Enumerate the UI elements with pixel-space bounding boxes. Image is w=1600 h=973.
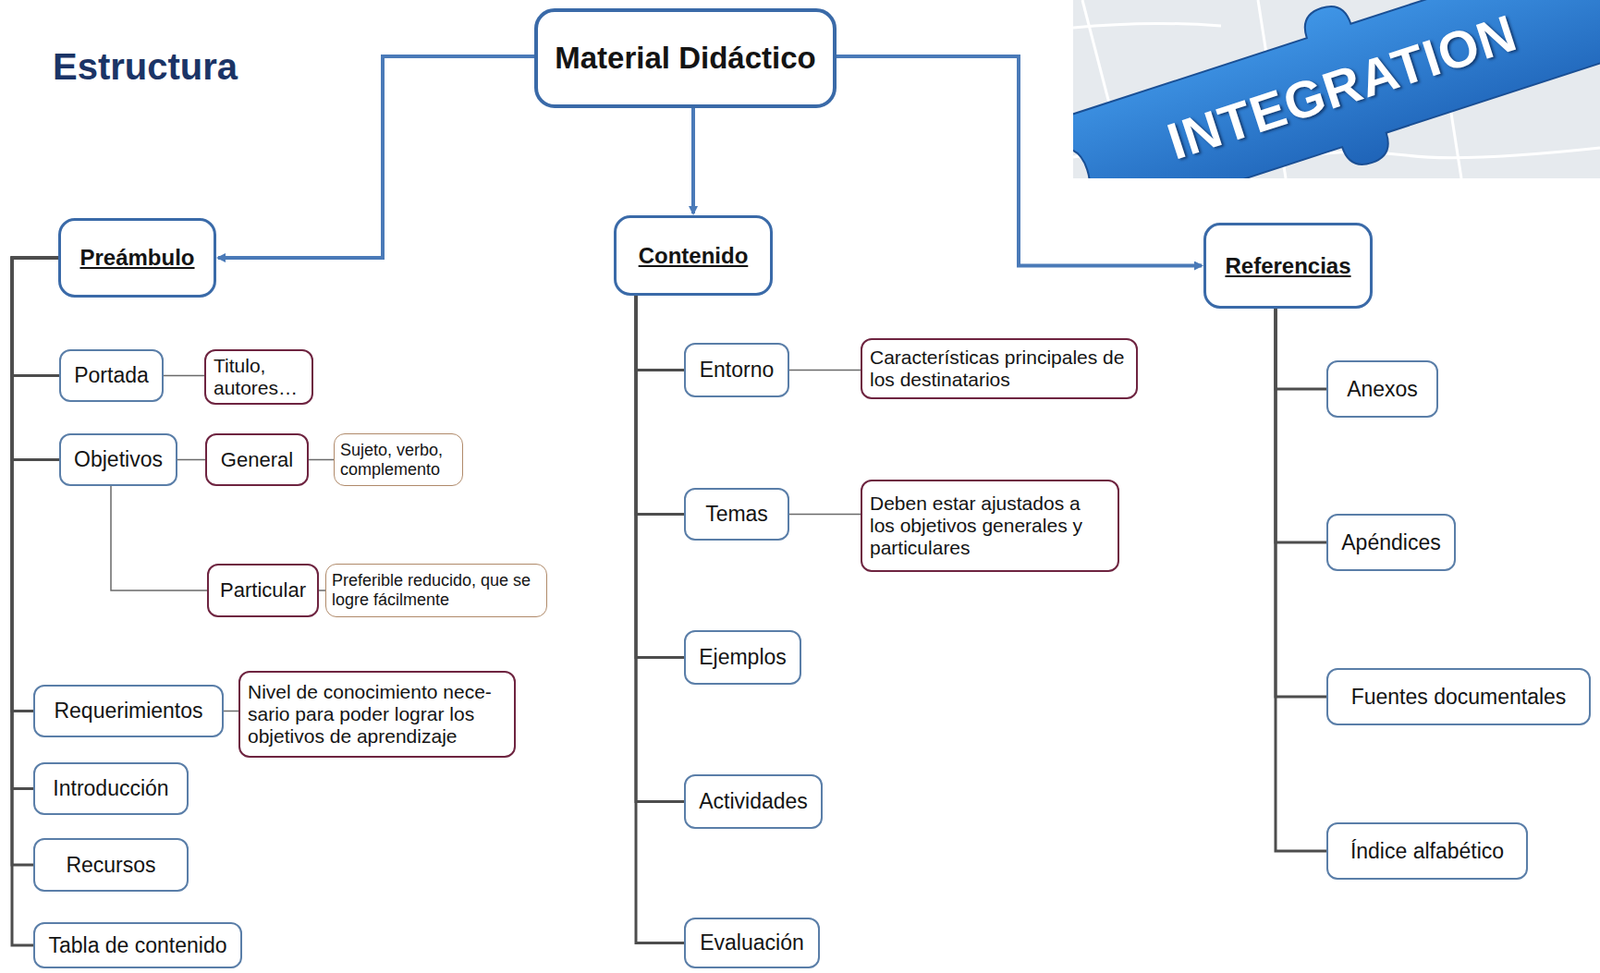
- tree-connector: [789, 369, 861, 372]
- node-text: Tabla de contenido: [48, 933, 227, 958]
- tree-connector: [110, 486, 208, 591]
- item-box: Fuentes documentales: [1326, 668, 1591, 726]
- tree-connector: [635, 295, 684, 515]
- tree-connector: [12, 257, 59, 712]
- node-text: Evaluación: [699, 930, 805, 955]
- tree-connector: [1275, 308, 1327, 852]
- sub-item-box: Particular: [207, 563, 319, 618]
- node-text: Temas: [705, 501, 769, 526]
- node-text: Nivel de conocimiento nece- sario para p…: [247, 681, 507, 748]
- arrow-connector: [836, 56, 1202, 267]
- item-box: Apéndices: [1326, 513, 1456, 572]
- node-text: Requerimientos: [53, 698, 203, 723]
- node-text: Preámbulo: [79, 244, 195, 271]
- node-text: Características principales de los desti…: [869, 346, 1129, 391]
- item-box: Portada: [59, 349, 164, 403]
- detail-box: Sujeto, verbo, complemento: [333, 433, 464, 487]
- tree-connector: [635, 295, 684, 944]
- note-box: Titulo, autores…: [204, 349, 314, 405]
- node-text: Fuentes documentales: [1351, 684, 1567, 709]
- item-box: Recursos: [33, 838, 189, 892]
- node-text: Objetivos: [73, 447, 163, 472]
- node-text: Material Didáctico: [554, 40, 816, 76]
- note-box: Deben estar ajustados a los objetivos ge…: [860, 479, 1120, 573]
- node-text: Actividades: [698, 789, 808, 814]
- tree-connector: [223, 710, 239, 713]
- item-box: Evaluación: [683, 917, 820, 969]
- node-text: Contenido: [638, 243, 749, 269]
- node-text: Anexos: [1346, 377, 1418, 402]
- item-box: Anexos: [1326, 360, 1439, 418]
- tree-connector: [635, 295, 684, 371]
- note-box: Nivel de conocimiento nece- sario para p…: [238, 671, 516, 758]
- node-text: Recursos: [65, 853, 156, 878]
- item-box: Temas: [683, 488, 790, 541]
- item-box: Objetivos: [59, 433, 178, 487]
- node-text: Índice alfabético: [1350, 839, 1504, 864]
- item-box: Introducción: [33, 762, 189, 816]
- tree-connector: [12, 257, 60, 377]
- tree-connector: [1275, 308, 1327, 697]
- tree-connector: [12, 257, 60, 461]
- node-text: Preferible reducido, que se logre fácilm…: [331, 571, 541, 610]
- tree-connector: [635, 295, 684, 803]
- section-box: Preámbulo: [58, 218, 217, 298]
- tree-connector: [177, 459, 206, 462]
- item-box: Ejemplos: [683, 630, 802, 685]
- node-text: General: [220, 448, 294, 472]
- tree-connector: [1275, 308, 1327, 390]
- arrow-connector: [691, 108, 696, 214]
- node-text: Portada: [73, 363, 149, 388]
- tree-connector: [318, 589, 326, 592]
- sub-item-box: General: [205, 433, 309, 487]
- tree-connector: [308, 459, 334, 462]
- arrow-connector: [218, 56, 535, 258]
- detail-box: Preferible reducido, que se logre fácilm…: [325, 563, 548, 618]
- section-box: Contenido: [613, 215, 773, 296]
- node-text: Apéndices: [1341, 530, 1441, 555]
- tree-connector: [163, 375, 205, 378]
- section-box: Referencias: [1203, 222, 1373, 309]
- node-text: Entorno: [699, 357, 775, 382]
- node-text: Introducción: [52, 776, 169, 801]
- page-title: Estructura: [52, 46, 238, 88]
- note-box: Características principales de los desti…: [860, 338, 1138, 400]
- node-text: Ejemplos: [698, 645, 787, 670]
- item-box: Tabla de contenido: [33, 922, 243, 969]
- node-text: Particular: [219, 578, 306, 602]
- item-box: Actividades: [683, 774, 823, 830]
- node-text: Referencias: [1224, 253, 1351, 280]
- node-text: Deben estar ajustados a los objetivos ge…: [869, 492, 1111, 560]
- node-text: Sujeto, verbo, complemento: [340, 440, 457, 479]
- item-box: Requerimientos: [33, 684, 224, 738]
- item-box: Entorno: [683, 342, 790, 398]
- tree-connector: [635, 295, 684, 659]
- tree-connector: [1275, 308, 1327, 543]
- root-box: Material Didáctico: [534, 8, 837, 109]
- tree-connector: [789, 513, 861, 516]
- node-text: Titulo, autores…: [213, 354, 305, 400]
- item-box: Índice alfabético: [1326, 822, 1528, 880]
